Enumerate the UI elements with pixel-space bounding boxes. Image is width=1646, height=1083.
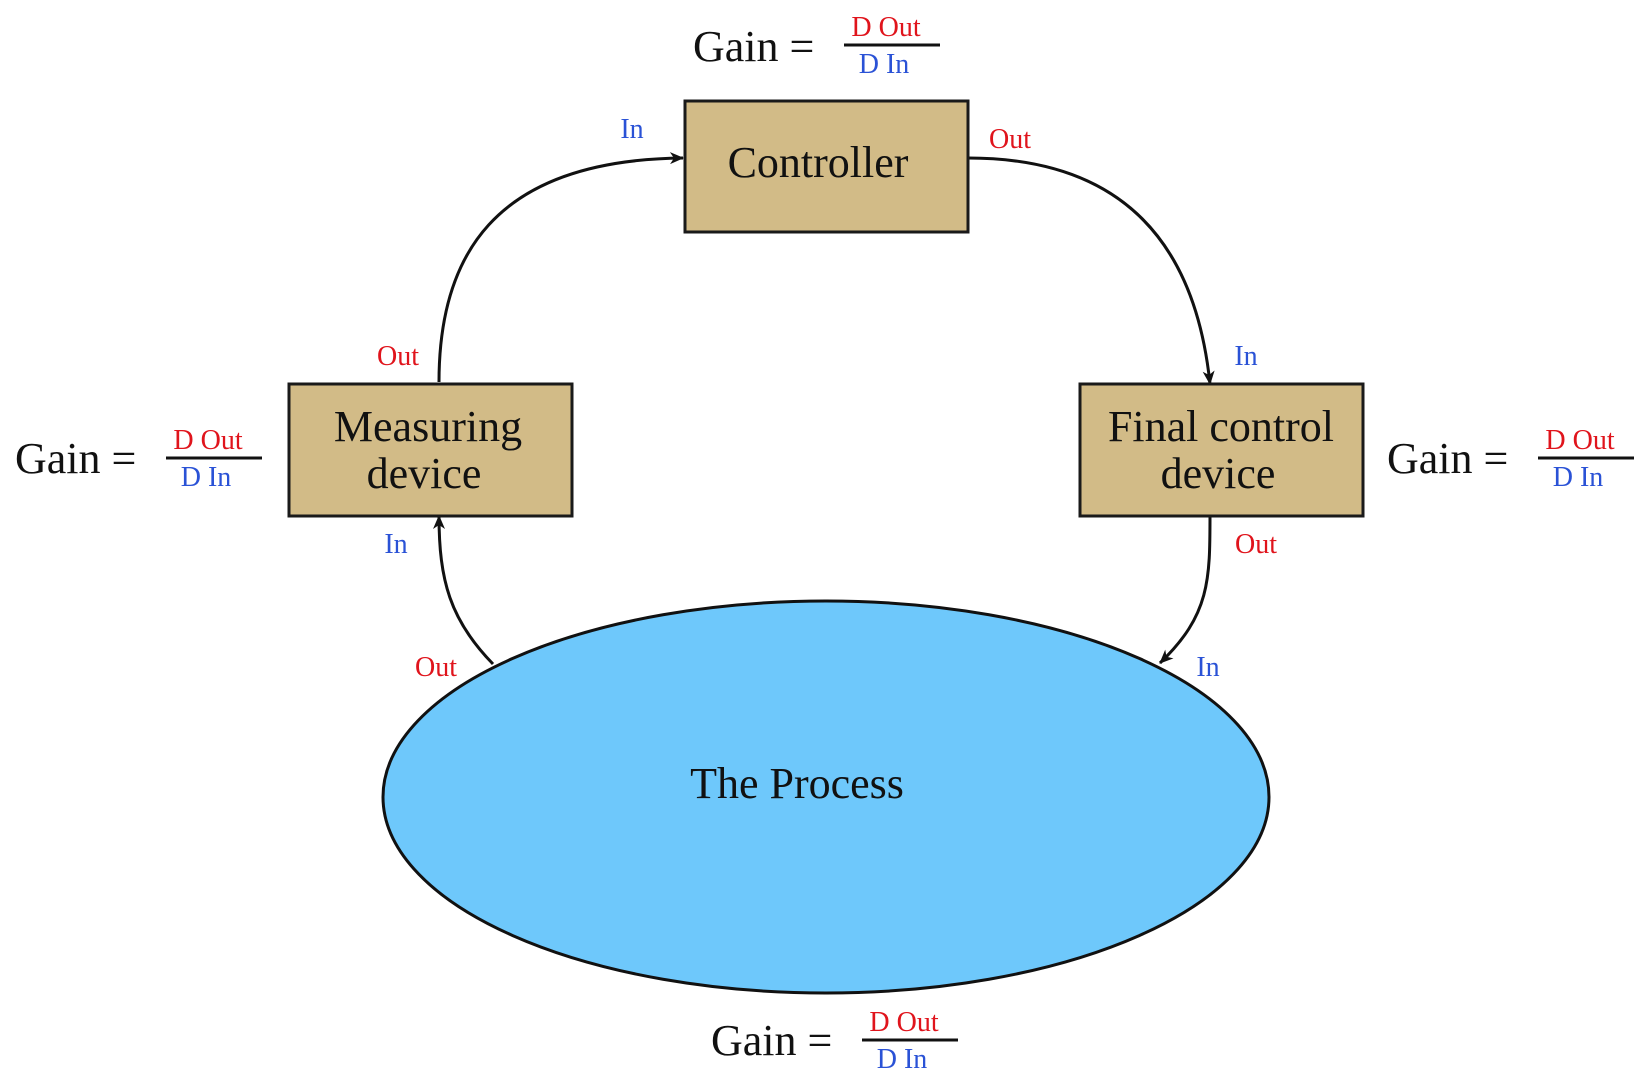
controller-gain-equation: Gain = D Out D In [693,12,940,80]
final-control-device-label-line2: device [1161,449,1276,498]
signal-measuring-device-to-controller [437,152,684,383]
signal-final-element-to-process [1158,513,1212,665]
gain-numerator: D Out [173,425,242,456]
controller-block [683,99,970,234]
measuring-device-label-line1: Measuring [334,402,522,451]
process-in-label: In [1196,652,1219,683]
measuring-device-out-label: Out [377,341,419,372]
final-control-device-block [1078,382,1365,518]
gain-word: Gain = [693,22,814,71]
gain-numerator: D Out [869,1007,938,1038]
measuring-device-label-line2: device [367,449,482,498]
gain-word: Gain = [711,1016,832,1065]
controller-in-label: In [620,114,643,145]
gain-denominator: D In [859,49,910,80]
measuring-device-block [287,382,574,518]
gain-denominator: D In [877,1044,928,1075]
signal-process-to-measuring-device [433,515,495,666]
gain-word: Gain = [1387,434,1508,483]
gain-denominator: D In [1553,462,1604,493]
final-control-device-in-label: In [1234,341,1257,372]
final-control-device-out-label: Out [1235,529,1277,560]
process-label: The Process [690,759,904,808]
signal-controller-to-final-element [967,156,1215,385]
process-ellipse [381,599,1271,995]
gain-numerator: D Out [851,12,920,43]
controller-out-label: Out [989,124,1031,155]
final-control-device-label-line1: Final control [1108,402,1334,451]
controller-label: Controller [728,138,909,187]
process-gain-equation: Gain = D Out D In [711,1007,958,1075]
gain-word: Gain = [15,434,136,483]
gain-denominator: D In [181,462,232,493]
measuring-device-in-label: In [384,529,407,560]
process-out-label: Out [415,652,457,683]
final-control-device-gain-equation: Gain = D Out D In [1387,425,1634,493]
measuring-device-gain-equation: Gain = D Out D In [15,425,262,493]
gain-numerator: D Out [1545,425,1614,456]
